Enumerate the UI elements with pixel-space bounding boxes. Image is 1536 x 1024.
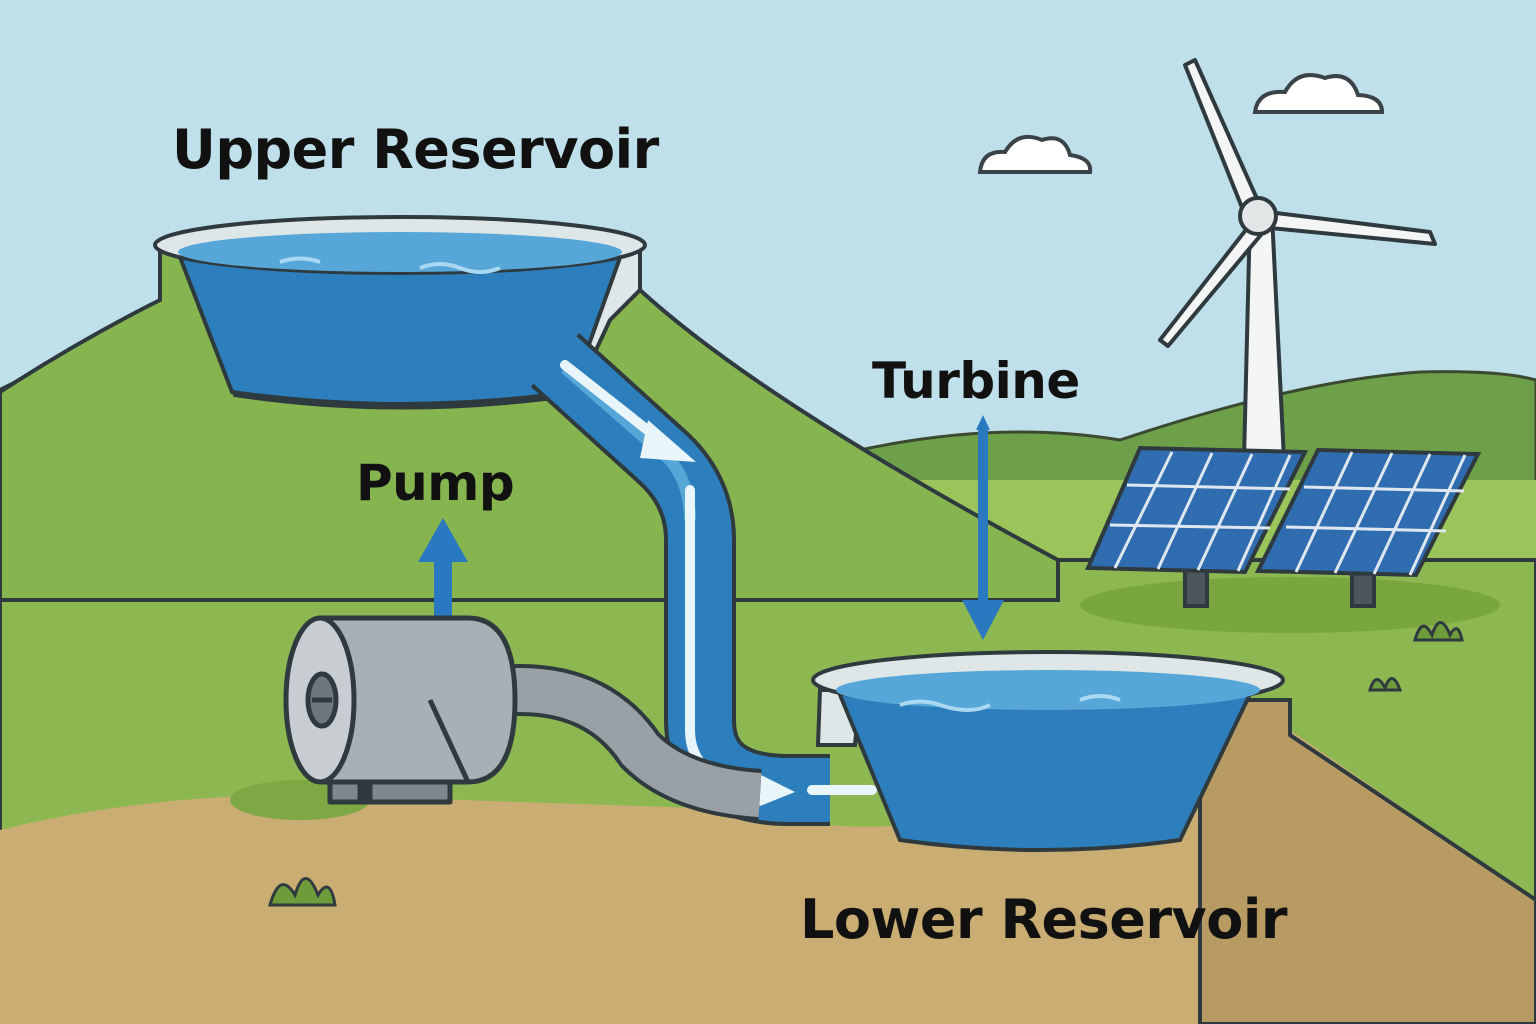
pump-label: Pump [356, 454, 515, 512]
cloud-icon [977, 135, 1093, 174]
pump-icon [230, 615, 762, 821]
turbine-label: Turbine [872, 352, 1080, 410]
wind-turbine-icon [1158, 58, 1437, 462]
lower-bank [1198, 698, 1536, 1024]
cloud-icon [1252, 73, 1385, 114]
upper-reservoir-label: Upper Reservoir [172, 118, 659, 181]
lower-reservoir [811, 650, 1285, 852]
solar-panel-icon [1254, 447, 1482, 608]
flow-arrow-icon [640, 420, 696, 462]
upper-reservoir [153, 215, 647, 410]
turbine-arrow-icon [962, 415, 1004, 640]
flow-arrow-icon [755, 772, 795, 808]
lower-reservoir-label: Lower Reservoir [800, 888, 1288, 951]
solar-panel-icon [1084, 445, 1309, 608]
grass-tuft [268, 621, 1464, 907]
